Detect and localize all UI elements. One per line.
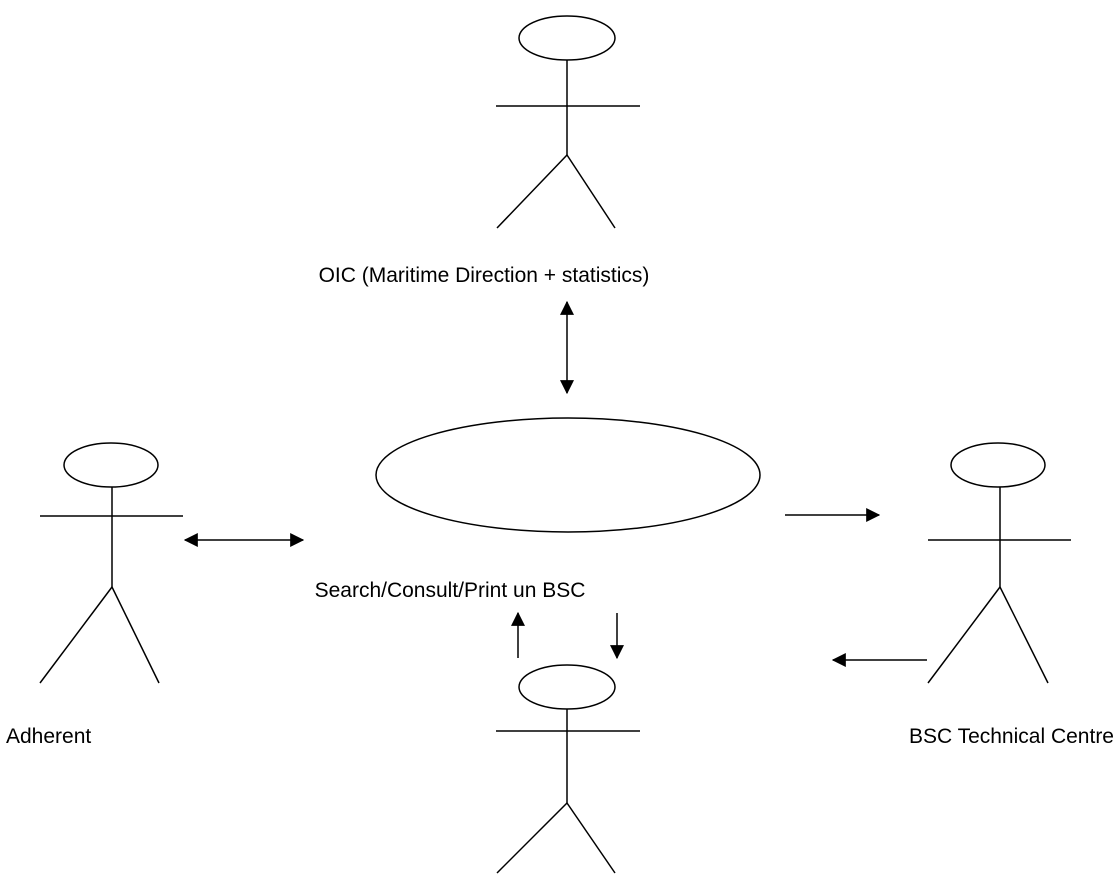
actor-bottom	[496, 664, 640, 874]
actor-adherent-label: Adherent	[6, 725, 91, 748]
actor-bottom-head	[518, 664, 616, 710]
actor-bottom-left-leg	[496, 802, 568, 874]
actor-oic-label: OIC (Maritime Direction + statistics)	[319, 264, 650, 287]
actor-adherent-left-leg	[39, 586, 113, 684]
actor-bsc-technical-centre	[927, 442, 1071, 684]
actor-bsc-left-leg	[927, 586, 1001, 684]
actor-bsc-right-leg	[999, 586, 1049, 684]
use-case-label: Search/Consult/Print un BSC	[315, 579, 586, 602]
actor-adherent	[39, 442, 183, 684]
actor-oic-left-leg	[496, 154, 568, 229]
actor-oic-right-leg	[566, 154, 616, 229]
actor-adherent-right-leg	[111, 586, 160, 684]
actor-adherent-head	[63, 442, 159, 488]
actor-bottom-right-leg	[566, 802, 616, 874]
actor-oic-head	[518, 15, 616, 61]
actor-bsc-label: BSC Technical Centre	[909, 725, 1114, 748]
actor-oic	[496, 15, 640, 229]
use-case-ellipse	[375, 417, 761, 533]
actor-bsc-head	[950, 442, 1046, 488]
